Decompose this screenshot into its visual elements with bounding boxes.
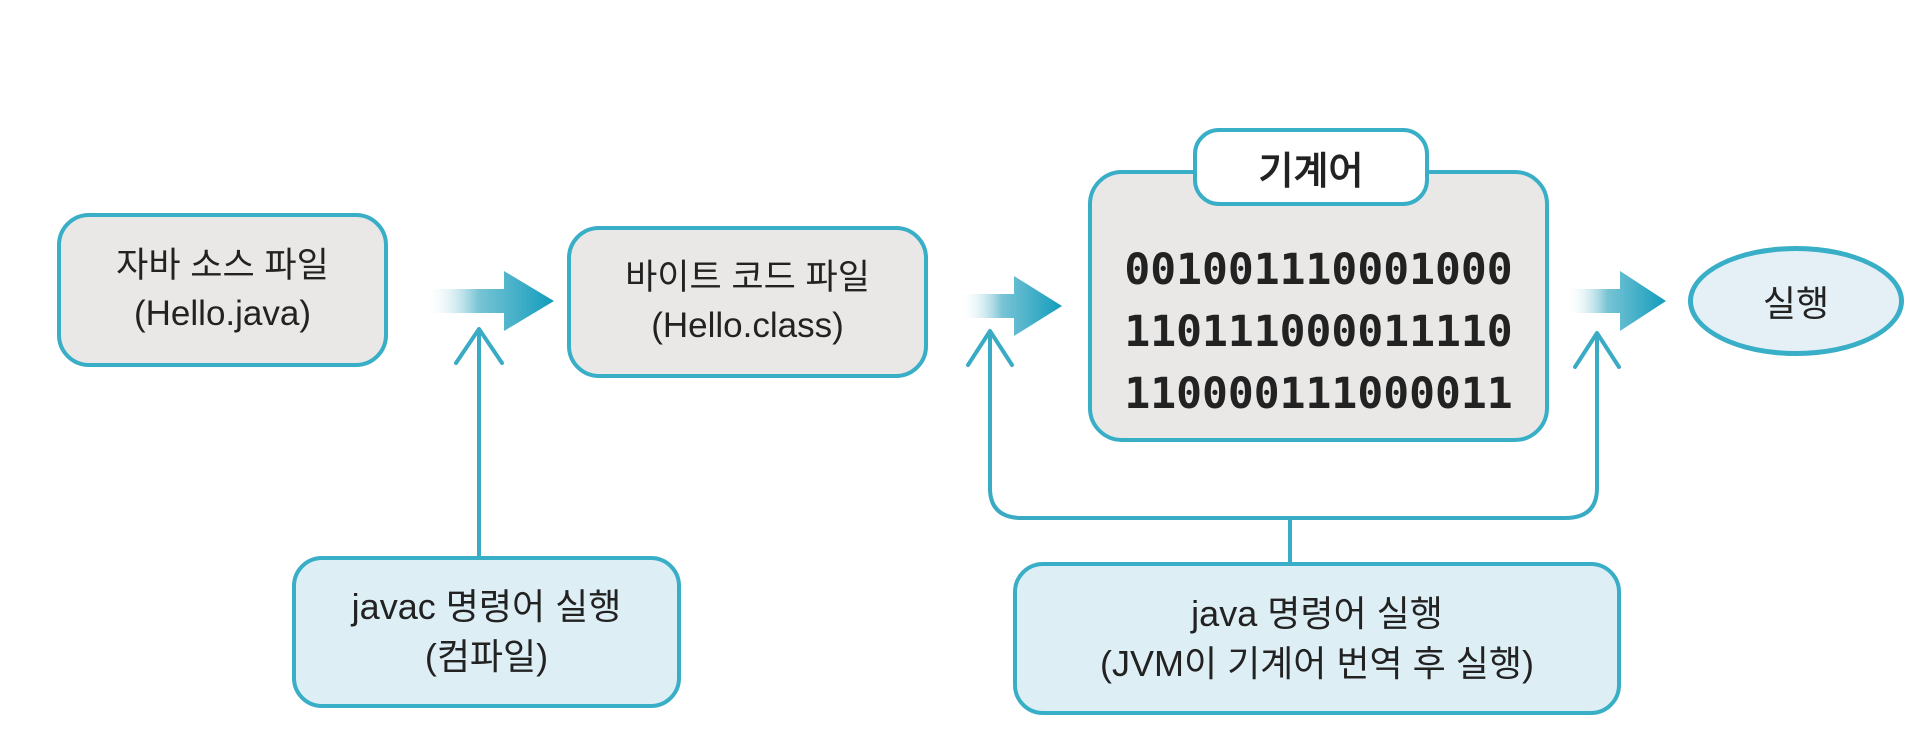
java-left-arrowhead-icon bbox=[966, 329, 1014, 367]
note-label: java 명령어 실행 bbox=[1191, 592, 1443, 634]
note-sublabel: (JVM이 기계어 번역 후 실행) bbox=[1099, 642, 1535, 684]
note-javac-command: javac 명령어 실행 (컴파일) bbox=[292, 556, 681, 708]
java-right-arrowhead-icon bbox=[1573, 331, 1621, 369]
node-label: 실행 bbox=[1762, 283, 1830, 324]
machine-code-tab-label: 기계어 bbox=[1193, 128, 1429, 206]
node-machine-code: 001001110001000 110111000011110 11000011… bbox=[1088, 170, 1549, 442]
node-sublabel: (Hello.java) bbox=[134, 294, 311, 333]
node-run: 실행 bbox=[1688, 246, 1904, 356]
arrow-source-to-bytecode-icon bbox=[428, 271, 554, 331]
arrow-machine-to-run-icon bbox=[1568, 271, 1666, 331]
node-label: 자바 소스 파일 bbox=[116, 246, 329, 285]
node-java-source-file: 자바 소스 파일 (Hello.java) bbox=[57, 213, 388, 367]
note-java-command: java 명령어 실행 (JVM이 기계어 번역 후 실행) bbox=[1013, 562, 1621, 715]
machine-code-line: 110000111000011 bbox=[1124, 369, 1513, 419]
node-bytecode-file: 바이트 코드 파일 (Hello.class) bbox=[567, 226, 928, 378]
node-sublabel: (Hello.class) bbox=[651, 306, 844, 345]
note-label: javac 명령어 실행 bbox=[351, 586, 622, 627]
machine-code-line: 001001110001000 bbox=[1124, 245, 1513, 295]
machine-code-line: 110111000011110 bbox=[1124, 307, 1513, 357]
javac-arrowhead-icon bbox=[454, 327, 504, 365]
arrow-bytecode-to-machine-icon bbox=[962, 276, 1062, 336]
java-connector-bracket bbox=[988, 334, 1599, 520]
node-label: 바이트 코드 파일 bbox=[625, 258, 870, 297]
note-sublabel: (컴파일) bbox=[424, 636, 549, 677]
tab-label: 기계어 bbox=[1258, 150, 1364, 193]
